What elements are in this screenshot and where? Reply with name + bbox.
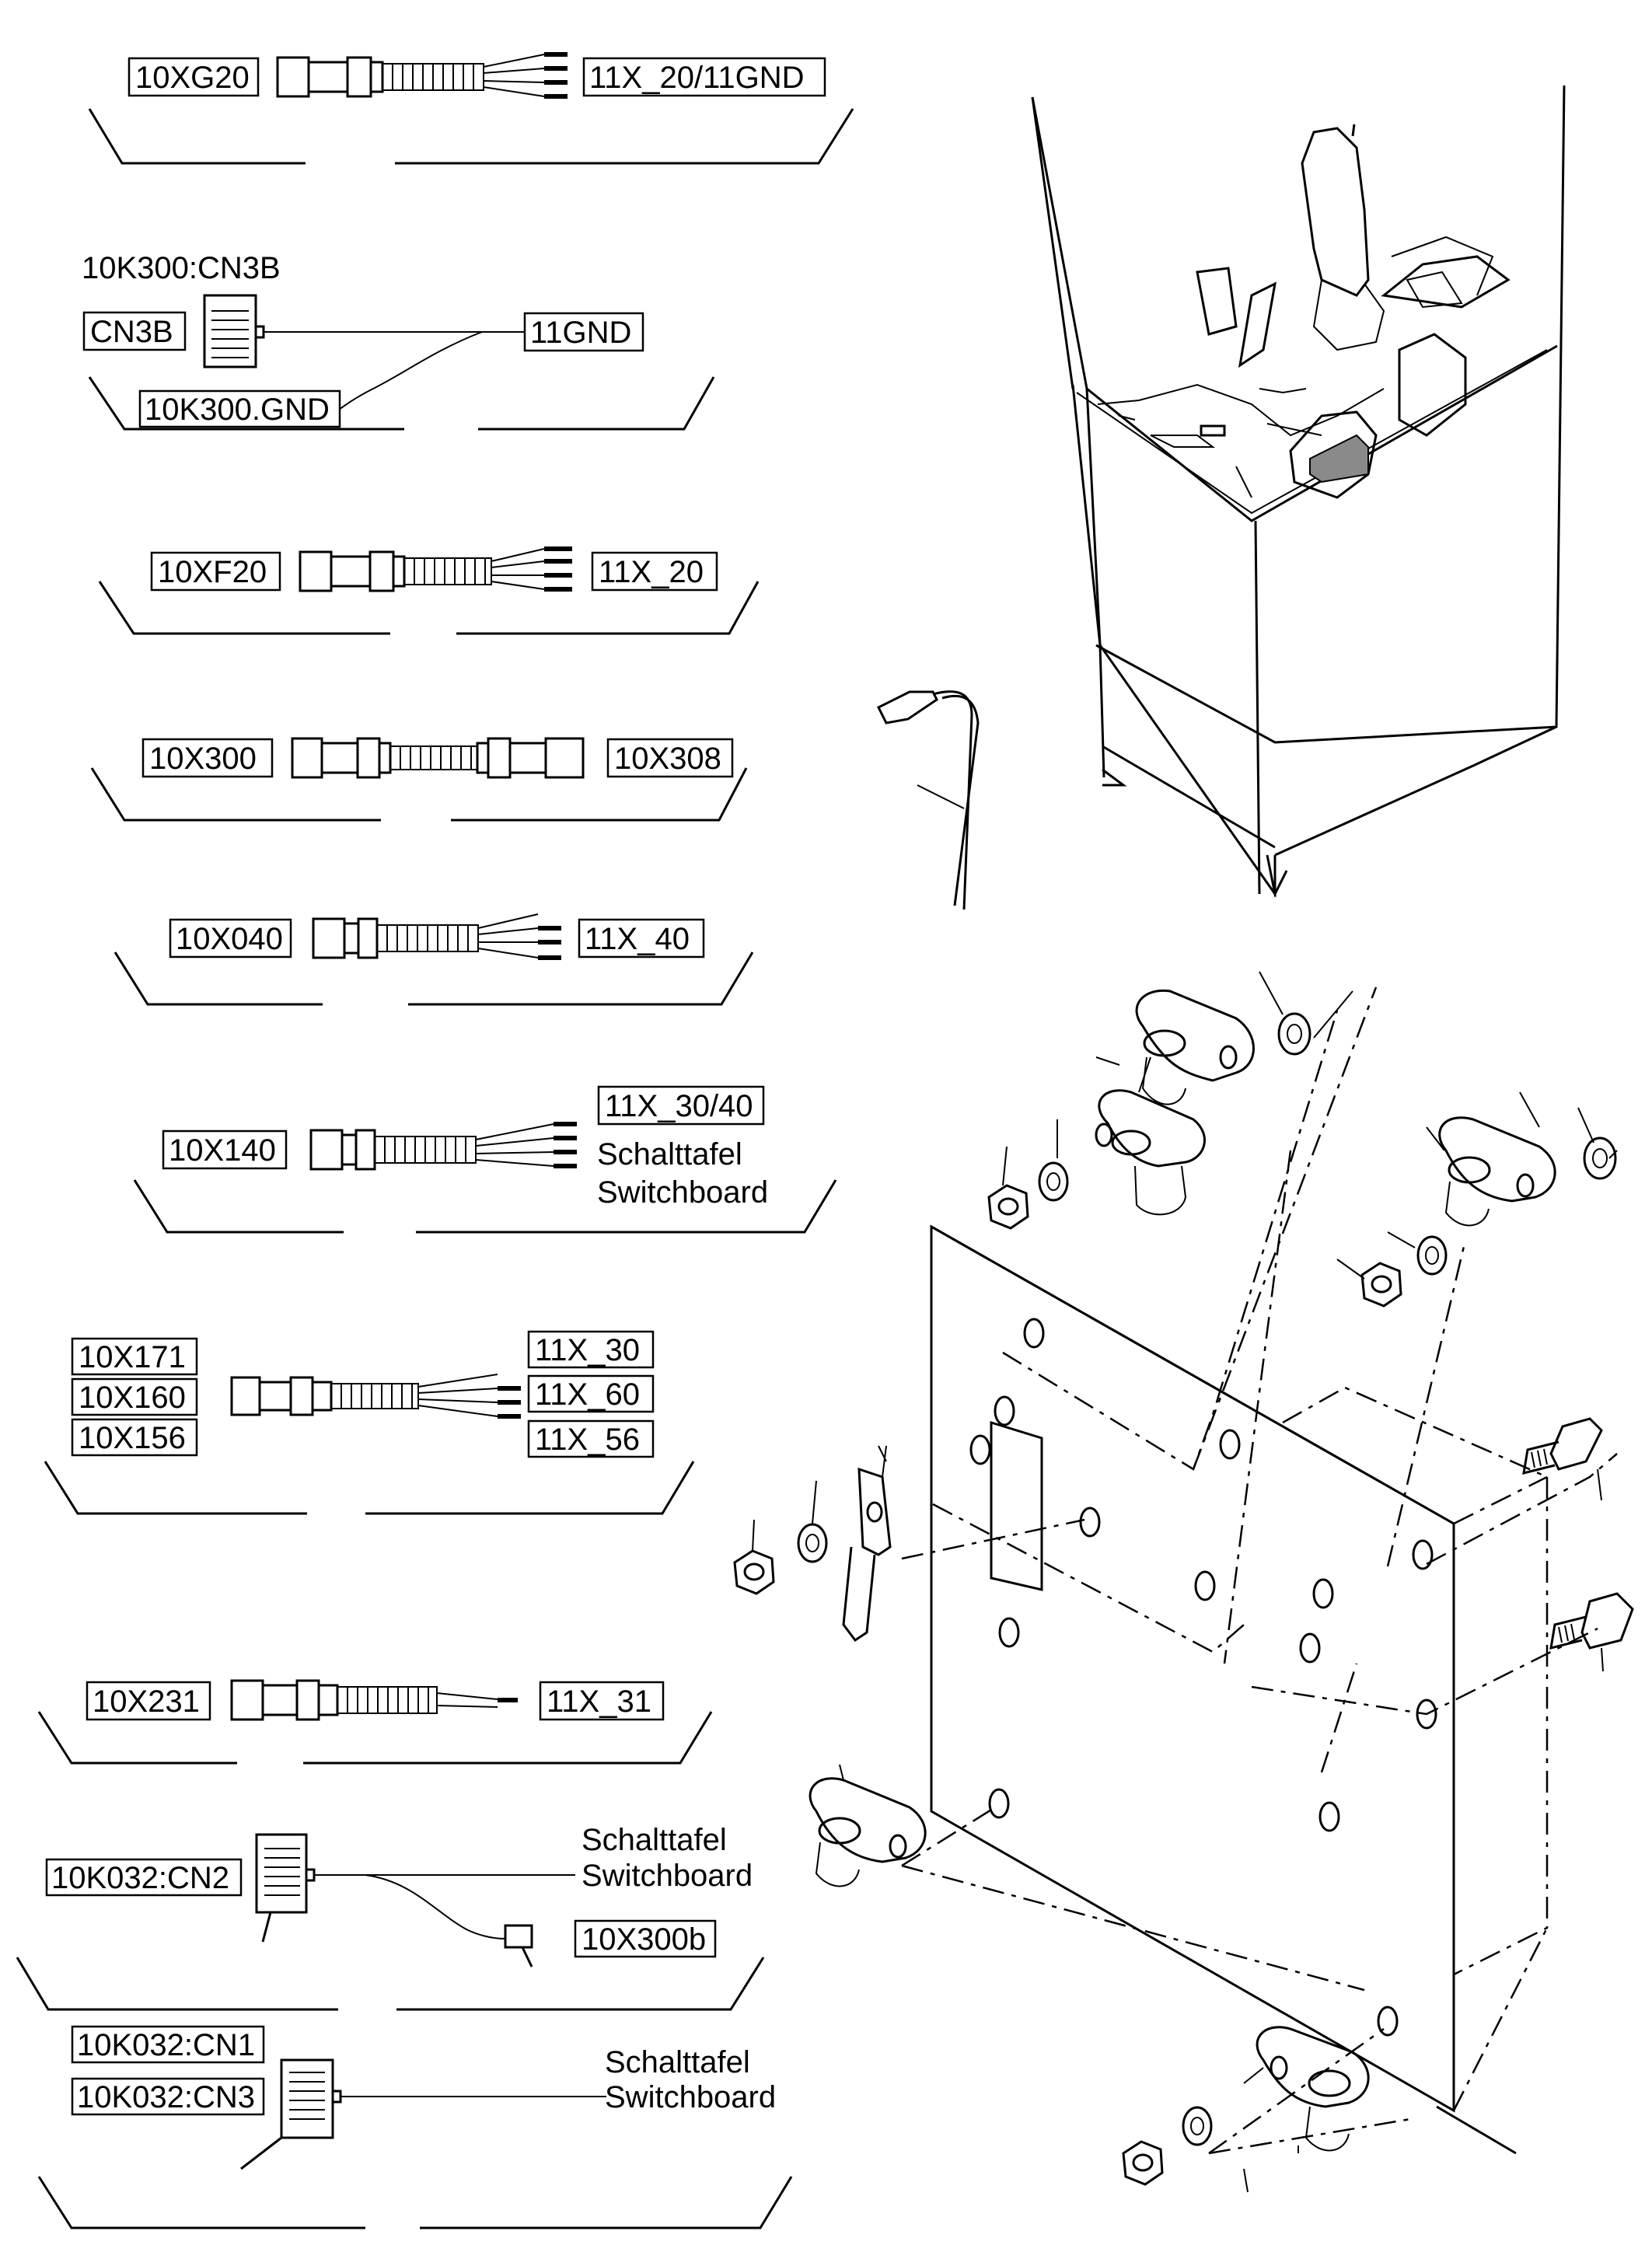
label-10xg20: 10XG20 [135,61,250,95]
label-10x140: 10X140 [169,1133,276,1168]
harness-10x231: 10X231 11X_31 [37,1679,713,1765]
label-10x160: 10X160 [79,1381,186,1415]
label-10x300b: 10X300b [582,1922,706,1957]
label-11gnd: 11GND [530,316,631,350]
bracket-clip-icon [842,1445,892,1643]
nut-icon [733,1549,775,1595]
label-10x300: 10X300 [149,742,257,776]
harness-10k300-cn3b: 10K300:CN3B CN3B 11GND 10K300.GND [82,251,715,431]
label-schalttafel: Schalttafel [605,2045,750,2079]
label-switchboard: Switchboard [597,1175,768,1210]
connector-block-icon [240,2058,606,2170]
leader-lines [752,971,1618,2193]
harness-10k032-cn1-cn3: 10K032:CN1 10K032:CN3 Schalttafel Switch… [37,2025,793,2229]
label-cn3b: CN3B [90,315,173,349]
connector-block-icon [203,294,525,410]
label-10k300-cn3b: 10K300:CN3B [82,251,281,285]
connector-plug-icon [299,546,572,592]
label-schalttafel: Schalttafel [582,1823,727,1857]
label-11x20-11gnd: 11X_20/11GND [589,61,804,95]
label-switchboard: Switchboard [582,1859,753,1893]
label-10x308: 10X308 [614,742,721,776]
harness-10k032-cn2: Schalttafel Switchboard 10K032:CN2 10X30… [16,1823,765,2011]
connector-plug-icon [312,913,561,960]
harness-10x300-10x308: 10X300 10X308 [90,737,748,822]
connector-plug-icon [230,1374,521,1419]
label-10x040: 10X040 [176,922,283,956]
nut-icon [1122,2140,1164,2186]
washer-icon [1038,1161,1069,1202]
washer-icon [1277,1012,1311,1056]
label-11x56: 11X_56 [535,1423,640,1457]
label-10x231: 10X231 [93,1685,200,1719]
cable-clamp-icon [1256,2026,1370,2152]
washer-icon [1416,1235,1448,1276]
nut-icon [987,1184,1029,1230]
nut-icon [1360,1262,1402,1308]
connector-plug-icon [309,1122,577,1171]
cable-clamp-icon [1438,1116,1556,1227]
connector-plug-icon [276,52,568,99]
harness-10x140: 11X_30/40 10X140 Schalttafel Switchboard [133,1085,837,1234]
washer-icon [797,1523,828,1563]
washer-icon [1182,2106,1213,2146]
label-11x31: 11X_31 [547,1685,651,1719]
harness-10x040: 10X040 11X_40 [114,913,754,1006]
sensor-cable-icon [876,690,980,910]
label-10k032-cn1: 10K032:CN1 [77,2028,255,2062]
connector-block-icon [255,1833,575,1967]
label-11x40: 11X_40 [585,922,690,956]
cable-clamp-icon [809,1777,927,1887]
label-schalttafel: Schalttafel [597,1137,742,1171]
label-switchboard: Switchboard [605,2080,776,2114]
label-10k300-gnd: 10K300.GND [145,393,330,427]
label-11x60: 11X_60 [535,1377,640,1412]
connector-plug-icon [230,1679,518,1721]
mounting-plate-assembly [901,986,1618,2155]
cable-clamp-icon [1095,1089,1206,1216]
label-10x171: 10X171 [79,1340,186,1374]
label-10x156: 10X156 [79,1421,186,1455]
label-10k032-cn2: 10K032:CN2 [51,1861,229,1895]
harness-10x171-160-156: 10X171 10X160 10X156 11X_30 11X_60 11X_5… [44,1330,695,1515]
label-10xf20: 10XF20 [158,555,267,589]
cable-clamp-icon [1135,989,1255,1105]
operator-cab-illustration [1031,85,1566,898]
harness-10xf20: 10XF20 11X_20 [98,546,760,635]
label-10k032-cn3: 10K032:CN3 [77,2080,255,2114]
harness-10xg20: 10XG20 11X_20/11GND [88,52,854,165]
label-11x30: 11X_30 [535,1333,640,1367]
bolt-icon [1522,1417,1603,1501]
bolt-icon [1549,1592,1634,1672]
connector-plug-icon [291,737,585,779]
plate-holes [969,1318,1437,2037]
label-11x30-40: 11X_30/40 [605,1089,753,1123]
washer-icon [1583,1136,1617,1180]
label-11x20: 11X_20 [599,555,704,589]
